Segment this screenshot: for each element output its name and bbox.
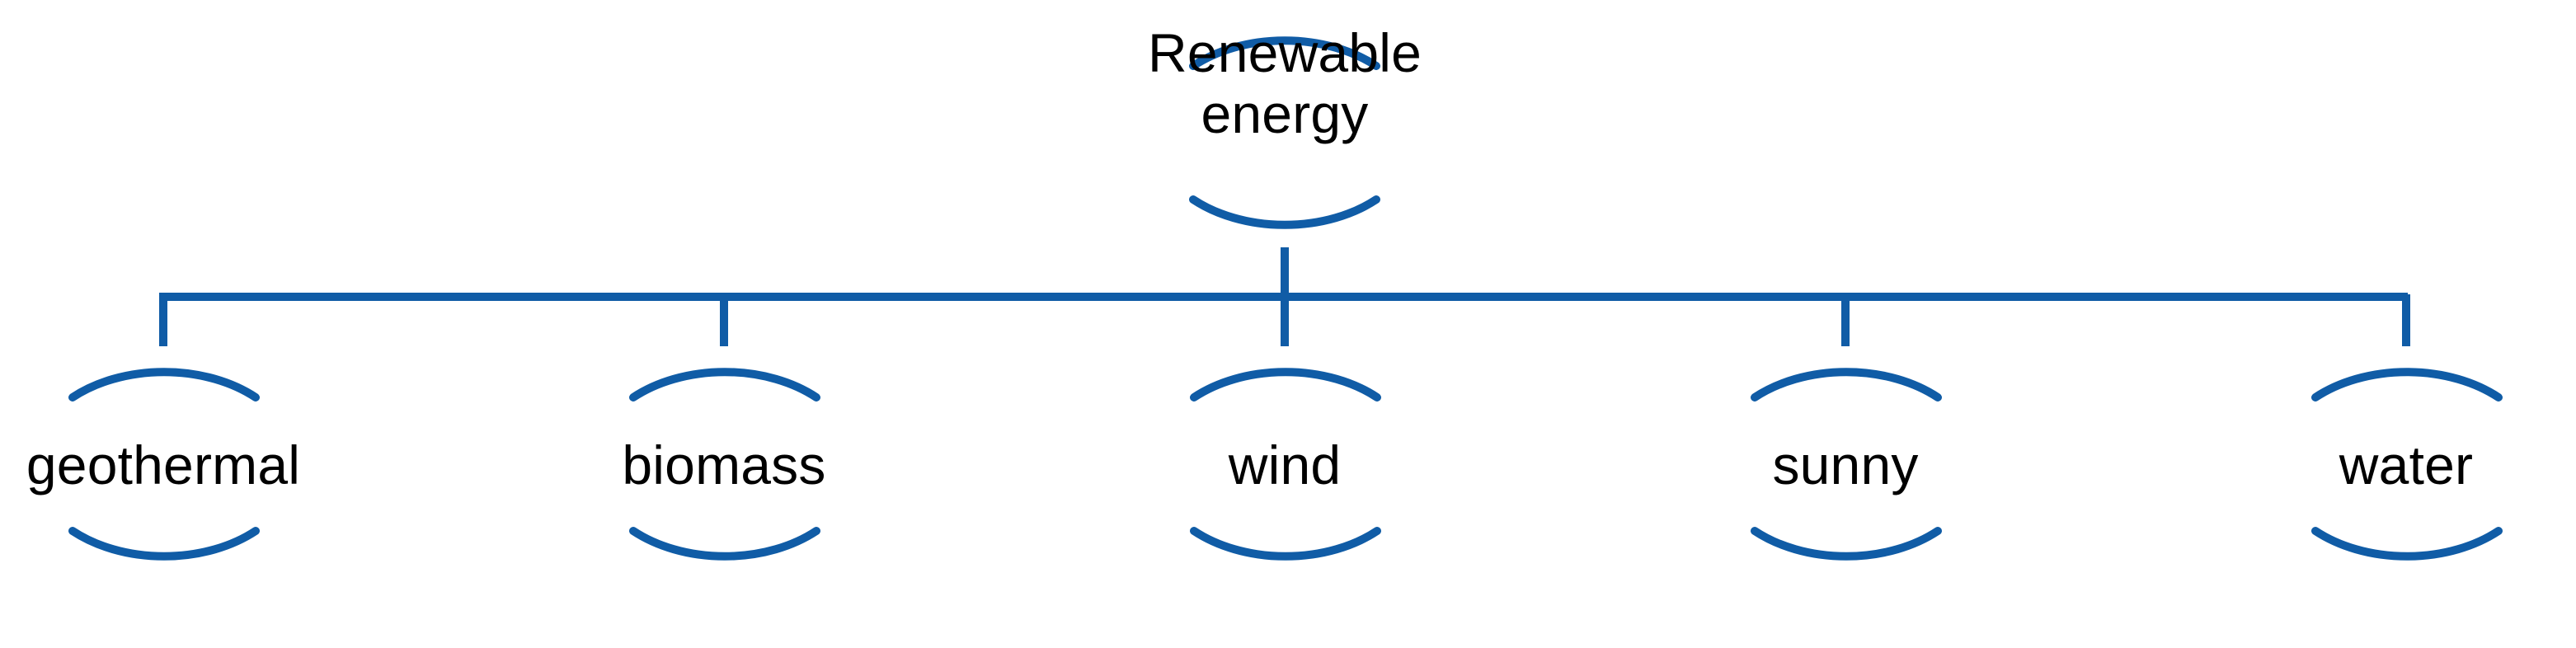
geothermal-arc-bottom [68,527,260,561]
water-arc-bottom [2311,527,2503,561]
node-label-root: Renewable energy [955,22,1615,145]
wind-arc-bottom [1190,527,1381,561]
node-label-root-line2: energy [1201,82,1369,144]
node-label-biomass: biomass [622,434,826,495]
root-arc-bottom [1189,195,1380,229]
biomass-arc-top [629,368,820,401]
node-shape-root[interactable] [1189,36,1380,229]
node-shapes-children [68,368,2503,561]
sunny-arc-top [1751,368,1942,401]
node-label-wind: wind [1228,434,1342,495]
node-label-root-line1: Renewable [1147,22,1422,83]
wind-arc-top [1190,368,1381,401]
node-shape-sunny[interactable] [1751,368,1942,561]
node-shape-geothermal[interactable] [68,368,260,561]
root-arc-top [1189,36,1380,70]
node-label-water: water [2339,434,2474,495]
sunny-arc-bottom [1751,527,1942,561]
node-label-sunny: sunny [1772,434,1919,495]
biomass-arc-bottom [629,527,820,561]
connector-lines [159,247,2410,346]
node-shape-wind[interactable] [1190,368,1381,561]
node-label-geothermal: geothermal [26,434,301,495]
geothermal-arc-top [68,368,260,401]
node-shape-water[interactable] [2311,368,2503,561]
node-shape-biomass[interactable] [629,368,820,561]
water-arc-top [2311,368,2503,401]
